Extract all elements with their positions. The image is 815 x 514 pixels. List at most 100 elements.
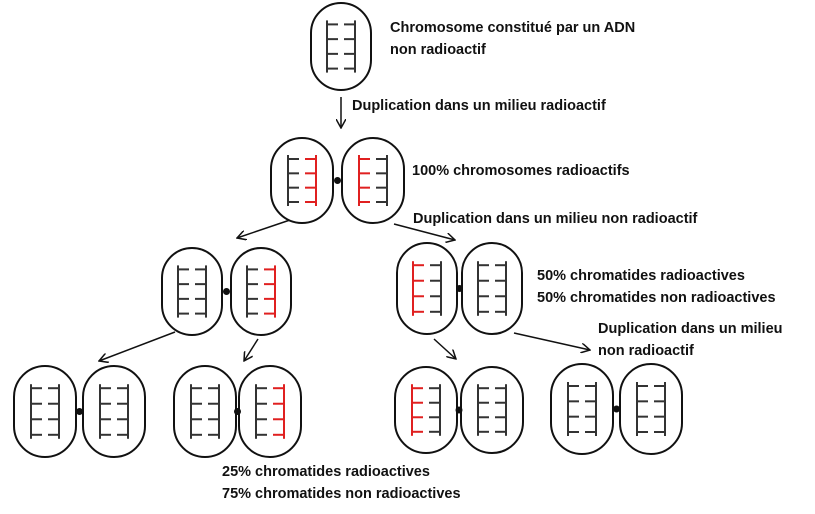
chromosome: [270, 137, 405, 224]
chromatid-outline: [161, 247, 223, 336]
chromosome: [310, 2, 372, 91]
dna-strand: [477, 261, 489, 316]
chromosome: [13, 365, 146, 458]
chromatid: [13, 365, 77, 458]
chromatid-outline: [341, 137, 405, 224]
chromosome: [550, 363, 683, 455]
chromatid-outline: [173, 365, 237, 458]
chromatid-outline: [396, 242, 458, 335]
dna-strand: [567, 382, 579, 436]
chromatid: [461, 242, 523, 335]
label-line: 75% chromatides non radioactives: [222, 486, 461, 502]
dna-strand: [177, 265, 189, 318]
label-line: Duplication dans un milieu: [598, 321, 783, 337]
dna-strand: [190, 384, 202, 439]
dna-strand: [305, 155, 317, 206]
dna-strand: [246, 265, 258, 318]
centromere-dot: [76, 408, 83, 415]
dna-strand: [326, 20, 338, 73]
chromatid: [270, 137, 334, 224]
dna-strand: [429, 384, 441, 436]
chromosomes: [13, 2, 683, 458]
chromatid: [394, 366, 458, 454]
dna-strand: [654, 382, 666, 436]
label-line: non radioactif: [598, 343, 694, 359]
chromatid: [550, 363, 614, 455]
chromatid-outline: [230, 247, 292, 336]
label-duplication-radioactive: Duplication dans un milieu radioactif: [352, 98, 606, 114]
label-line: 50% chromatides non radioactives: [537, 290, 776, 306]
centromere-dot: [613, 405, 620, 413]
chromatid-outline: [310, 2, 372, 91]
dna-strand: [376, 155, 388, 206]
dna-strand: [495, 261, 507, 316]
chromatid-outline: [270, 137, 334, 224]
arrow-gen1-to-gen2-left: [237, 219, 291, 238]
dna-strand: [411, 384, 423, 436]
dna-strand: [412, 261, 424, 316]
chromatid-outline: [460, 366, 524, 454]
dna-strand: [495, 384, 507, 436]
chromosome: [161, 247, 292, 336]
label-line: non radioactif: [390, 42, 486, 58]
arrow-gen2-to-gen3-d: [513, 332, 590, 350]
dna-strand: [48, 384, 60, 439]
centromere-dot: [455, 406, 463, 414]
chromatid: [238, 365, 302, 458]
dna-strand: [358, 155, 370, 206]
centromere-dot: [456, 285, 463, 292]
label-quarter-radioactive: 25% chromatides radioactives 75% chromat…: [222, 461, 461, 505]
arrows: [99, 97, 590, 361]
dna-strand: [264, 265, 276, 318]
dna-strand: [273, 384, 285, 439]
chromatid: [173, 365, 237, 458]
dna-strand: [287, 155, 299, 206]
chromatid: [230, 247, 292, 336]
chromatid: [396, 242, 458, 335]
chromatid: [619, 363, 683, 455]
dna-strand: [30, 384, 42, 439]
chromatid-outline: [82, 365, 146, 458]
chromatid-outline: [461, 242, 523, 335]
chromatid: [460, 366, 524, 454]
dna-strand: [344, 20, 356, 73]
label-line: 25% chromatides radioactives: [222, 464, 430, 480]
centromere-dot: [223, 288, 230, 295]
label-duplication-non-radioactive-1: Duplication dans un milieu non radioacti…: [413, 211, 698, 227]
chromatid-outline: [13, 365, 77, 458]
chromatid: [310, 2, 372, 91]
dna-strand: [585, 382, 597, 436]
arrow-gen1-to-gen2-right: [393, 223, 455, 240]
chromatid: [341, 137, 405, 224]
chromatid-outline: [394, 366, 458, 454]
centromere-dot: [334, 177, 341, 184]
label-line: Chromosome constitué par un ADN: [390, 20, 636, 36]
label-duplication-non-radioactive-2: Duplication dans un milieu non radioacti…: [598, 318, 783, 362]
dna-strand: [477, 384, 489, 436]
dna-strand: [99, 384, 111, 439]
chromosome: [173, 365, 302, 458]
arrow-gen2-to-gen3-c: [433, 338, 456, 359]
label-all-radioactive: 100% chromosomes radioactifs: [412, 163, 630, 179]
chromatid-outline: [550, 363, 614, 455]
dna-strand: [255, 384, 267, 439]
dna-strand: [208, 384, 220, 439]
chromatid-outline: [619, 363, 683, 455]
arrow-gen2-to-gen3-b: [244, 338, 259, 361]
dna-strand: [636, 382, 648, 436]
dna-strand: [195, 265, 207, 318]
dna-strand: [117, 384, 129, 439]
dna-strand: [430, 261, 442, 316]
label-half-radioactive: 50% chromatides radioactives 50% chromat…: [537, 265, 776, 309]
label-line: 50% chromatides radioactives: [537, 268, 745, 284]
chromatid: [82, 365, 146, 458]
chromosome: [396, 242, 523, 335]
arrow-gen2-to-gen3-a: [99, 331, 176, 361]
centromere-dot: [234, 408, 241, 415]
chromatid: [161, 247, 223, 336]
label-non-radioactive-chromosome: Chromosome constitué par un ADN non radi…: [390, 17, 635, 61]
chromosome: [394, 366, 524, 454]
chromatid-outline: [238, 365, 302, 458]
